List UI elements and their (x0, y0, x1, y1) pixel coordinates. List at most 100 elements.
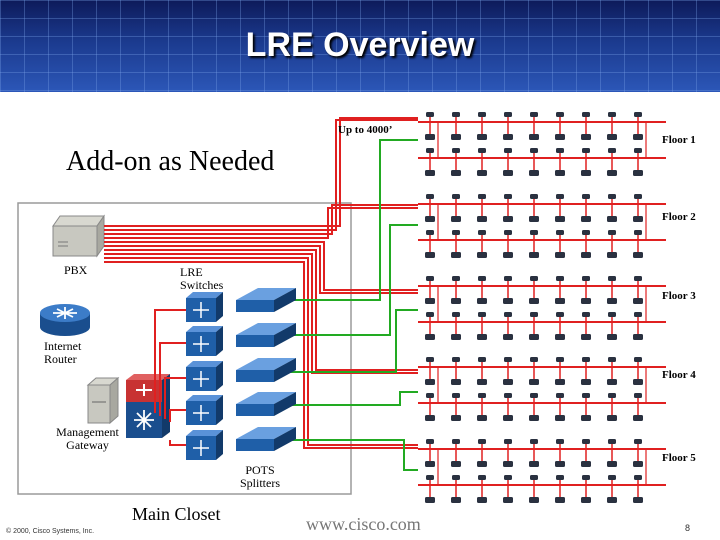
phone-icon (451, 415, 461, 421)
phone-icon (581, 334, 591, 340)
phone-icon (529, 170, 539, 176)
phone-icon (478, 312, 486, 317)
phone-icon (582, 276, 590, 281)
phone-icon (451, 461, 461, 467)
phone-icon (634, 312, 642, 317)
phone-icon (608, 475, 616, 480)
phone-icon (504, 194, 512, 199)
phone-icon (503, 134, 513, 140)
phone-icon (555, 461, 565, 467)
phone-icon (477, 134, 487, 140)
phone-icon (503, 252, 513, 258)
title-banner (0, 0, 720, 92)
phone-icon (477, 216, 487, 222)
phone-icon (451, 298, 461, 304)
phone-icon (425, 252, 435, 258)
phone-icon (607, 170, 617, 176)
phone-icon (582, 312, 590, 317)
lre-switch-4 (236, 392, 296, 416)
phone-icon (633, 298, 643, 304)
phone-icon (633, 252, 643, 258)
phone-icon (634, 475, 642, 480)
phone-icon (478, 112, 486, 117)
phone-icon (529, 134, 539, 140)
phone-icon (478, 475, 486, 480)
phone-icon (451, 334, 461, 340)
floor-label-3: Floor 3 (662, 290, 696, 302)
phone-icon (556, 148, 564, 153)
phone-icon (425, 216, 435, 222)
phone-icon (504, 357, 512, 362)
phone-icon (478, 230, 486, 235)
router-icon (40, 304, 90, 336)
phone-icon (451, 134, 461, 140)
phone-icon (529, 252, 539, 258)
phone-icon (581, 170, 591, 176)
phone-icon (555, 252, 565, 258)
phone-icon (555, 216, 565, 222)
main-closet-label: Main Closet (132, 504, 221, 524)
subtitle: Add-on as Needed (66, 146, 275, 177)
phone-icon (633, 334, 643, 340)
phone-icon (477, 379, 487, 385)
phone-icon (477, 497, 487, 503)
phone-icon (633, 497, 643, 503)
phone-icon (477, 170, 487, 176)
phone-icon (503, 497, 513, 503)
phone-icon (529, 379, 539, 385)
phone-icon (582, 230, 590, 235)
floor-label-5: Floor 5 (662, 452, 696, 464)
phone-icon (452, 230, 460, 235)
phone-icon (452, 357, 460, 362)
phone-icon (634, 276, 642, 281)
phone-icon (607, 379, 617, 385)
phone-icon (478, 393, 486, 398)
phone-icon (504, 439, 512, 444)
phone-icon (530, 112, 538, 117)
phone-icon (426, 475, 434, 480)
phone-icon (425, 334, 435, 340)
phone-icon (608, 276, 616, 281)
distance-label: Up to 4000’ (338, 124, 393, 136)
phone-icon (529, 497, 539, 503)
phone-icon (582, 475, 590, 480)
phone-icon (530, 393, 538, 398)
phone-icon (607, 252, 617, 258)
phone-icon (426, 393, 434, 398)
phone-icon (581, 497, 591, 503)
phone-icon (556, 439, 564, 444)
phone-icon (529, 216, 539, 222)
phone-icon (452, 393, 460, 398)
phone-icon (581, 461, 591, 467)
phone-icon (555, 334, 565, 340)
floor-label-1: Floor 1 (662, 134, 696, 146)
phone-icon (425, 415, 435, 421)
lre-switches-label: LRE Switches (180, 265, 224, 292)
phone-icon (555, 379, 565, 385)
phone-icon (529, 334, 539, 340)
phone-icon (452, 148, 460, 153)
lre-switch-2 (236, 323, 296, 347)
phone-icon (426, 357, 434, 362)
phone-icon (556, 276, 564, 281)
management-gateway-label: Management Gateway (56, 425, 119, 452)
pots-splitter-1 (186, 292, 223, 322)
pots-splitter-3 (186, 361, 223, 391)
phone-icon (633, 134, 643, 140)
phone-icon (451, 252, 461, 258)
phone-icon (633, 216, 643, 222)
phone-icon (607, 334, 617, 340)
phone-icon (530, 148, 538, 153)
phone-icon (529, 415, 539, 421)
phone-icon (529, 461, 539, 467)
phone-icon (582, 112, 590, 117)
floor-label-4: Floor 4 (662, 369, 696, 381)
phone-icon (503, 379, 513, 385)
pots-splitter-2 (186, 326, 223, 356)
phone-icon (426, 112, 434, 117)
floor-label-2: Floor 2 (662, 211, 696, 223)
phone-icon (503, 170, 513, 176)
phone-icon (478, 194, 486, 199)
phone-icon (581, 379, 591, 385)
pbx-icon (52, 214, 105, 258)
